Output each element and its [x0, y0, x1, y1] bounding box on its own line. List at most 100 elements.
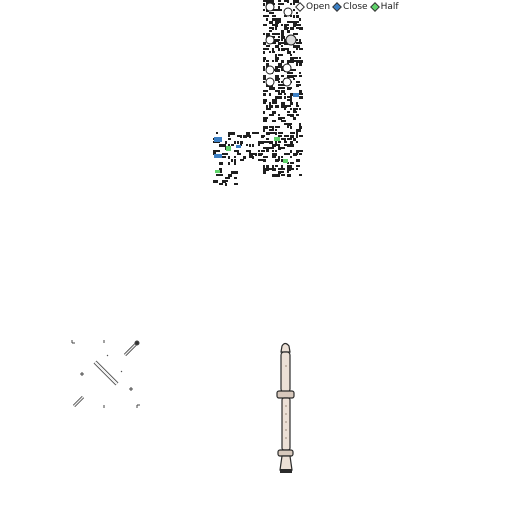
half-hole-mark — [283, 159, 288, 163]
chart-block — [278, 63, 282, 66]
chart-block — [287, 0, 289, 3]
chart-block — [299, 24, 301, 26]
chart-block — [266, 165, 269, 168]
open-hole-mark — [265, 2, 275, 12]
chart-block — [299, 123, 301, 126]
chart-block — [284, 144, 287, 146]
chart-block — [278, 117, 282, 120]
corner-mark — [136, 404, 140, 408]
chart-block — [293, 69, 296, 71]
chart-block — [296, 57, 298, 59]
recorder — [276, 342, 295, 473]
chart-block — [263, 51, 265, 54]
chart-block — [296, 150, 299, 153]
chart-block — [287, 24, 289, 26]
half-hole-mark — [226, 146, 231, 151]
chart-block — [296, 33, 298, 35]
chart-block — [234, 159, 236, 162]
chart-block — [258, 153, 262, 156]
chart-block — [278, 171, 281, 174]
chart-block — [263, 15, 266, 17]
chart-block — [252, 156, 254, 159]
chart-block — [272, 60, 274, 62]
chart-block — [281, 171, 284, 173]
chart-block — [263, 9, 265, 11]
chart-block — [278, 0, 281, 2]
chart-block — [249, 153, 253, 156]
chart-block — [296, 84, 299, 87]
chart-block — [281, 45, 283, 47]
chart-block — [249, 156, 253, 158]
chart-block — [296, 12, 298, 14]
chart-block — [225, 183, 227, 186]
chart-block — [266, 168, 269, 171]
chart-block — [278, 93, 282, 95]
chart-block — [272, 42, 276, 44]
chart-block — [299, 48, 303, 50]
chart-block — [281, 3, 284, 5]
chart-block — [293, 51, 295, 53]
chart-block — [296, 60, 299, 63]
chart-block — [290, 123, 292, 125]
legend-open-label: Open — [306, 1, 331, 12]
chart-block — [269, 21, 273, 24]
chart-block — [296, 108, 298, 110]
chart-block — [240, 141, 243, 144]
chart-block — [290, 168, 294, 170]
chart-block — [266, 18, 268, 21]
chart-block — [231, 171, 234, 174]
chart-block — [263, 102, 266, 104]
open-hole-mark — [265, 77, 275, 87]
chart-block — [293, 117, 296, 120]
chart-block — [275, 159, 279, 162]
chart-block — [272, 174, 275, 177]
chart-block — [278, 114, 280, 116]
chart-block — [290, 126, 292, 129]
chart-block — [293, 111, 297, 113]
chart-block — [278, 159, 280, 161]
chart-block — [263, 156, 266, 158]
chart-block — [287, 165, 291, 168]
chart-block — [272, 150, 274, 152]
chart-block — [263, 141, 267, 143]
chart-block — [281, 90, 285, 93]
recorder-tone-holes — [285, 365, 287, 439]
chart-block — [272, 156, 276, 158]
half-hole-icon — [369, 1, 380, 12]
chart-block — [272, 87, 275, 90]
chart-block — [269, 168, 272, 170]
chart-block — [290, 87, 292, 89]
chart-block — [272, 126, 274, 129]
chart-block — [269, 129, 272, 131]
chart-block — [293, 132, 295, 134]
chart-block — [290, 54, 292, 56]
chart-block — [263, 126, 267, 129]
chart-block — [222, 144, 226, 147]
chart-block — [213, 150, 216, 153]
chart-block — [278, 42, 281, 45]
chart-block — [213, 180, 217, 183]
chart-block — [278, 135, 282, 137]
recorder-head-part — [123, 340, 140, 357]
chart-block — [222, 180, 226, 183]
chart-block — [275, 75, 279, 78]
chart-block — [278, 81, 280, 83]
chart-block — [237, 150, 239, 153]
chart-block — [263, 90, 267, 92]
chart-block — [272, 0, 274, 3]
chart-block — [255, 153, 257, 156]
chart-block — [299, 39, 301, 42]
chart-block — [287, 72, 291, 74]
recorder-bell-rim — [280, 469, 292, 473]
chart-block — [266, 90, 268, 92]
chart-block — [299, 42, 302, 44]
chart-block — [284, 153, 288, 155]
chart-block — [222, 156, 226, 158]
chart-block — [219, 144, 223, 147]
chart-block — [287, 99, 290, 101]
chart-block — [293, 78, 295, 80]
chart-block — [266, 63, 269, 66]
chart-block — [234, 183, 238, 185]
chart-block — [293, 24, 296, 27]
chart-block — [278, 144, 280, 147]
